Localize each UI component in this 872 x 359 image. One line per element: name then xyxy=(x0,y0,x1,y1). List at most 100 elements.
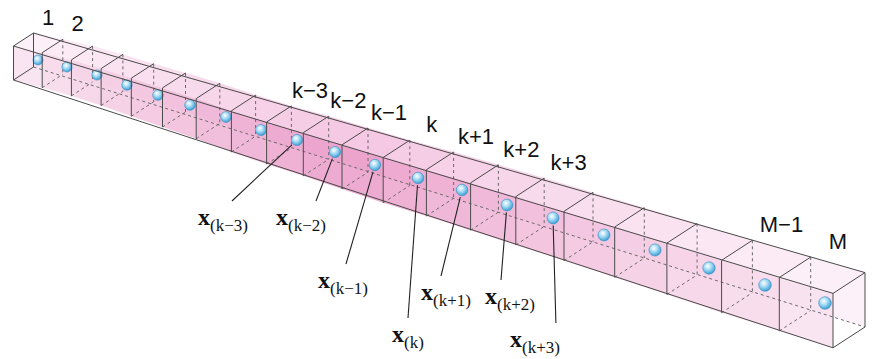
box-edge xyxy=(426,170,427,216)
hidden-edge xyxy=(722,293,753,313)
box-edge xyxy=(42,53,43,88)
leader-line xyxy=(232,145,292,201)
particle-dot xyxy=(153,90,164,101)
box-edge xyxy=(14,67,34,80)
box-edge xyxy=(865,273,866,327)
hidden-edge xyxy=(34,67,866,327)
hidden-edge xyxy=(368,128,369,172)
leader-line xyxy=(553,226,556,324)
box-edge xyxy=(231,111,232,152)
box-edge xyxy=(564,192,593,211)
hidden-edge xyxy=(667,275,697,295)
vector-symbol: x xyxy=(510,326,522,352)
vector-symbol: x xyxy=(198,204,210,230)
vector-symbol: x xyxy=(392,321,404,347)
box-edge xyxy=(231,95,255,111)
box-edge xyxy=(267,106,292,122)
hidden-edge xyxy=(328,116,329,159)
particle-dot xyxy=(185,100,196,111)
hidden-edge xyxy=(644,208,645,258)
cell-index: M xyxy=(829,231,847,253)
box-edge xyxy=(470,183,471,230)
particle-dot xyxy=(33,55,43,65)
box-edge xyxy=(14,46,834,293)
hidden-edge xyxy=(498,165,499,212)
box-edge xyxy=(14,33,34,46)
box-edge xyxy=(71,46,92,60)
box-edge xyxy=(721,260,722,312)
particle-dot xyxy=(703,262,715,274)
hidden-edge xyxy=(752,240,753,292)
box-edge xyxy=(833,327,865,348)
particle-dot xyxy=(759,279,772,292)
particle-dot xyxy=(501,199,513,211)
particle-dot xyxy=(329,146,340,157)
subscript-index: (k−1) xyxy=(330,279,368,298)
particle-dot xyxy=(456,184,468,196)
subscript-index: (k+3) xyxy=(522,338,560,357)
box-edge xyxy=(33,33,34,67)
state-label: x(k+1) xyxy=(421,280,471,304)
hidden-edge xyxy=(219,83,220,123)
cell-index: k+2 xyxy=(503,139,539,161)
hidden-edge xyxy=(303,159,328,176)
hidden-edge xyxy=(453,152,454,198)
box-edge xyxy=(71,60,72,96)
vector-symbol: x xyxy=(485,283,497,309)
vector-symbol: x xyxy=(421,279,433,305)
box-edge xyxy=(303,116,328,133)
hidden-edge xyxy=(471,212,499,230)
hidden-edge xyxy=(615,258,645,277)
box-edge xyxy=(131,78,132,116)
box-edge xyxy=(266,122,267,164)
hidden-edge xyxy=(131,102,153,117)
particle-dot xyxy=(547,212,559,224)
box-edge xyxy=(515,197,516,245)
hidden-edge xyxy=(544,178,545,226)
subscript-index: (k+1) xyxy=(433,291,471,310)
hidden-edge xyxy=(42,74,63,87)
hidden-edge xyxy=(71,82,92,96)
cell-index: M−1 xyxy=(760,214,803,236)
box-edge xyxy=(101,54,123,68)
hidden-edge xyxy=(231,136,255,152)
hidden-edge xyxy=(267,148,292,164)
hidden-edge xyxy=(409,140,410,185)
box-edge xyxy=(342,145,343,189)
box-edge xyxy=(34,33,866,273)
box-edge xyxy=(614,227,615,277)
state-label: x(k−2) xyxy=(276,205,326,229)
box-edge xyxy=(13,46,14,80)
cell-index: k−2 xyxy=(330,90,366,112)
state-label: x(k+3) xyxy=(510,327,560,351)
state-label: x(k+2) xyxy=(485,284,535,308)
hidden-edge xyxy=(564,242,593,261)
cell-index: k−3 xyxy=(292,80,328,102)
leader-line xyxy=(501,212,506,280)
box-edge xyxy=(196,99,197,139)
particle-dot xyxy=(221,112,232,123)
subscript-index: (k) xyxy=(404,333,424,352)
box-edge xyxy=(101,69,102,106)
top-face xyxy=(779,257,865,293)
box-edge xyxy=(779,278,780,331)
cell-index: 1 xyxy=(42,7,54,29)
subscript-index: (k−3) xyxy=(210,216,248,235)
state-label: x(k−3) xyxy=(198,205,248,229)
box-edge xyxy=(163,73,186,88)
cell-index: 2 xyxy=(72,13,84,35)
box-edge xyxy=(779,257,810,277)
hidden-edge xyxy=(163,112,186,127)
cell-index: k+3 xyxy=(551,152,587,174)
leader-line xyxy=(316,159,332,201)
box-edge xyxy=(833,293,834,347)
cell-index: k xyxy=(426,114,437,136)
box-edge xyxy=(131,64,153,78)
hidden-edge xyxy=(101,91,123,105)
hidden-edge xyxy=(426,198,453,216)
cell-index: k−1 xyxy=(371,102,407,124)
box-edge xyxy=(471,165,499,183)
box-edge xyxy=(303,133,304,176)
box-edge xyxy=(833,273,865,294)
box-edge xyxy=(426,152,453,170)
